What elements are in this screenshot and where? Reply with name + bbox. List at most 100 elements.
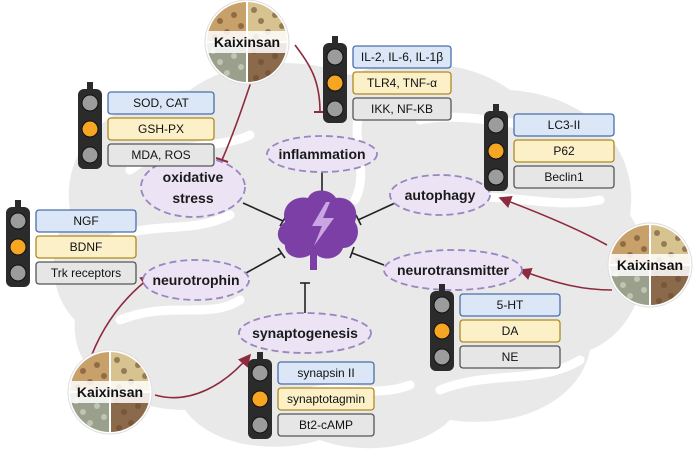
panel-neurotransmitter: 5-HT DA NE — [430, 284, 561, 371]
traffic-light-icon — [78, 82, 102, 169]
traffic-lamp-0 — [326, 48, 344, 66]
traffic-light-icon — [323, 36, 347, 123]
marker-label: GSH-PX — [138, 122, 184, 136]
node-synaptogenesis-label: synaptogenesis — [252, 325, 358, 341]
traffic-lamp-0 — [9, 212, 27, 230]
kaixinsan-label: Kaixinsan — [617, 257, 683, 273]
node-inflammation: inflammation — [266, 135, 378, 173]
inhibit-line-neurotrophin — [245, 252, 283, 274]
marker-label: synapsin II — [297, 366, 354, 380]
traffic-lamp-0 — [487, 116, 505, 134]
traffic-lamp-1 — [251, 390, 269, 408]
panel-oxidative: SOD, CAT GSH-PX MDA, ROS — [78, 82, 215, 169]
node-inflammation-label: inflammation — [278, 146, 365, 162]
marker-label: 5-HT — [497, 298, 524, 312]
inhibit-bar-autophagy — [355, 214, 362, 226]
marker-box — [352, 97, 452, 121]
marker-label: NE — [502, 350, 519, 364]
connector-right-to-autophagy — [498, 195, 608, 246]
traffic-lamp-2 — [81, 146, 99, 164]
marker-box — [459, 293, 561, 317]
kaixinsan-badge-left: Kaixinsan — [67, 349, 153, 435]
marker-label: TLR4, TNF-α — [367, 76, 437, 90]
node-oxidative-label-1: oxidative — [163, 169, 224, 185]
marker-label: P62 — [553, 144, 575, 158]
marker-box — [107, 117, 215, 141]
marker-box — [35, 209, 137, 233]
marker-label: DA — [502, 324, 519, 338]
kaixinsan-label: Kaixinsan — [77, 384, 143, 400]
traffic-lamp-2 — [251, 416, 269, 434]
node-neurotransmitter-label: neurotransmitter — [397, 262, 510, 278]
brain-lightning-icon — [277, 190, 358, 270]
marker-label: MDA, ROS — [131, 148, 190, 162]
marker-label: Trk receptors — [51, 266, 121, 280]
marker-box — [107, 91, 215, 115]
marker-label: IKK, NF-KB — [371, 102, 433, 116]
marker-box — [107, 143, 215, 167]
node-autophagy-label: autophagy — [405, 187, 476, 203]
marker-box — [459, 319, 561, 343]
marker-box — [277, 387, 375, 411]
traffic-lamp-2 — [487, 168, 505, 186]
marker-box — [352, 45, 452, 69]
traffic-lamp-1 — [9, 238, 27, 256]
marker-label: SOD, CAT — [133, 96, 189, 110]
connector-right-to-neurotransmitter — [518, 267, 613, 291]
marker-label: BDNF — [70, 240, 103, 254]
inhibit-bar-neurotransmitter — [349, 246, 355, 259]
node-neurotrophin: neurotrophin — [142, 259, 250, 301]
traffic-lamp-1 — [81, 120, 99, 138]
marker-label: Bt2-cAMP — [299, 418, 353, 432]
marker-box — [277, 413, 375, 437]
connector-left-to-synaptogenesis — [154, 353, 252, 399]
traffic-light-icon — [248, 352, 272, 439]
traffic-lamp-0 — [433, 296, 451, 314]
kaixinsan-badge-top: Kaixinsan — [204, 0, 290, 85]
traffic-light-icon — [430, 284, 454, 371]
marker-label: synaptotagmin — [287, 392, 365, 406]
node-synaptogenesis: synaptogenesis — [238, 312, 372, 354]
traffic-lamp-2 — [326, 100, 344, 118]
kaixinsan-label: Kaixinsan — [214, 34, 280, 50]
process-nodes: inflammation oxidative stress autophagy … — [140, 135, 523, 354]
inhibit-line-oxidative — [242, 202, 284, 222]
node-oxidative-label-2: stress — [172, 190, 213, 206]
traffic-lamp-0 — [251, 364, 269, 382]
marker-box — [513, 165, 615, 189]
traffic-light-icon — [484, 104, 508, 191]
traffic-lamp-0 — [81, 94, 99, 112]
node-autophagy: autophagy — [389, 174, 491, 216]
inhibit-line-neurotransmitter — [351, 252, 385, 266]
node-oxidative-stress: oxidative stress — [140, 156, 246, 218]
kaixinsan-badge-right: Kaixinsan — [607, 222, 693, 308]
panel-neurotrophin: NGF BDNF Trk receptors — [6, 200, 137, 287]
marker-label: Beclin1 — [544, 170, 584, 184]
traffic-lamp-1 — [326, 74, 344, 92]
traffic-lamp-2 — [9, 264, 27, 282]
node-neurotrophin-label: neurotrophin — [152, 272, 239, 288]
marker-box — [513, 139, 615, 163]
traffic-lamp-1 — [433, 322, 451, 340]
inhibit-line-autophagy — [357, 202, 396, 221]
traffic-lamp-1 — [487, 142, 505, 160]
node-neurotransmitter: neurotransmitter — [383, 249, 523, 291]
marker-box — [513, 113, 615, 137]
traffic-lamp-2 — [433, 348, 451, 366]
marker-label: NGF — [73, 214, 98, 228]
marker-label: IL-2, IL-6, IL-1β — [361, 50, 443, 64]
connector-top-to-inflammation — [294, 44, 321, 113]
marker-box — [459, 345, 561, 369]
marker-box — [352, 71, 452, 95]
marker-box — [35, 261, 137, 285]
marker-label: LC3-II — [548, 118, 581, 132]
marker-box — [35, 235, 137, 259]
traffic-light-icon — [6, 200, 30, 287]
inhibit-bar-neurotrophin — [277, 247, 286, 259]
